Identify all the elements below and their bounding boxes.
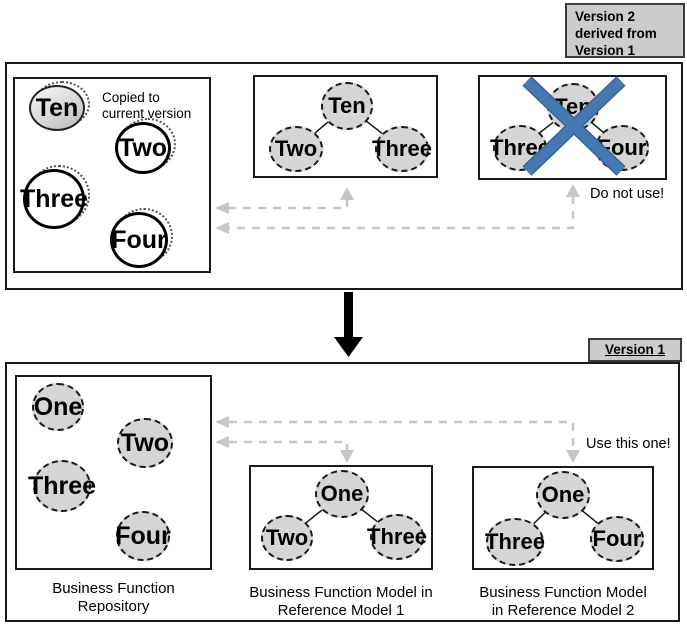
node-two: Two (117, 418, 173, 468)
do-not-use-label: Do not use! (590, 186, 665, 202)
node-root: Ten (321, 82, 373, 130)
bottom-repository-box (15, 375, 212, 570)
bottom-model-1-box (249, 465, 433, 570)
node-left: Three (490, 125, 550, 171)
node-right: Three (367, 514, 427, 560)
node-right: Four (590, 516, 644, 562)
model-2-caption: Business Function Model in Reference Mod… (479, 584, 647, 620)
use-this-one-label: Use this one! (586, 436, 671, 452)
node-one: One (32, 383, 84, 431)
bottom-model-2-box (472, 466, 654, 570)
node-root: One (315, 470, 369, 518)
version-2-label: Version 2 derived from Version 1 (565, 3, 685, 58)
node-ten-copied: Ten (29, 85, 85, 131)
node-root: One (536, 471, 590, 519)
node-four-current: Four (110, 212, 168, 268)
repository-caption: Business Function Repository (52, 580, 175, 616)
version-1-label: Version 1 (588, 338, 682, 362)
node-left: Two (269, 126, 323, 172)
top-repository-box (13, 77, 211, 273)
node-four: Four (115, 511, 171, 561)
node-root: Ten (547, 83, 599, 131)
node-right: Four (595, 125, 649, 171)
top-model-1-box (253, 75, 438, 178)
model-1-caption: Business Function Model in Reference Mod… (249, 584, 433, 620)
node-three: Three (28, 460, 96, 512)
top-model-2-box (478, 75, 667, 180)
node-left: Two (261, 515, 313, 561)
node-two-current: Two (115, 122, 171, 174)
node-left: Three (485, 518, 545, 566)
node-right: Three (372, 126, 432, 172)
derive-down-arrow-icon (334, 292, 363, 357)
node-three-current: Three (20, 169, 88, 229)
copied-note: Copied to current version (102, 90, 192, 122)
